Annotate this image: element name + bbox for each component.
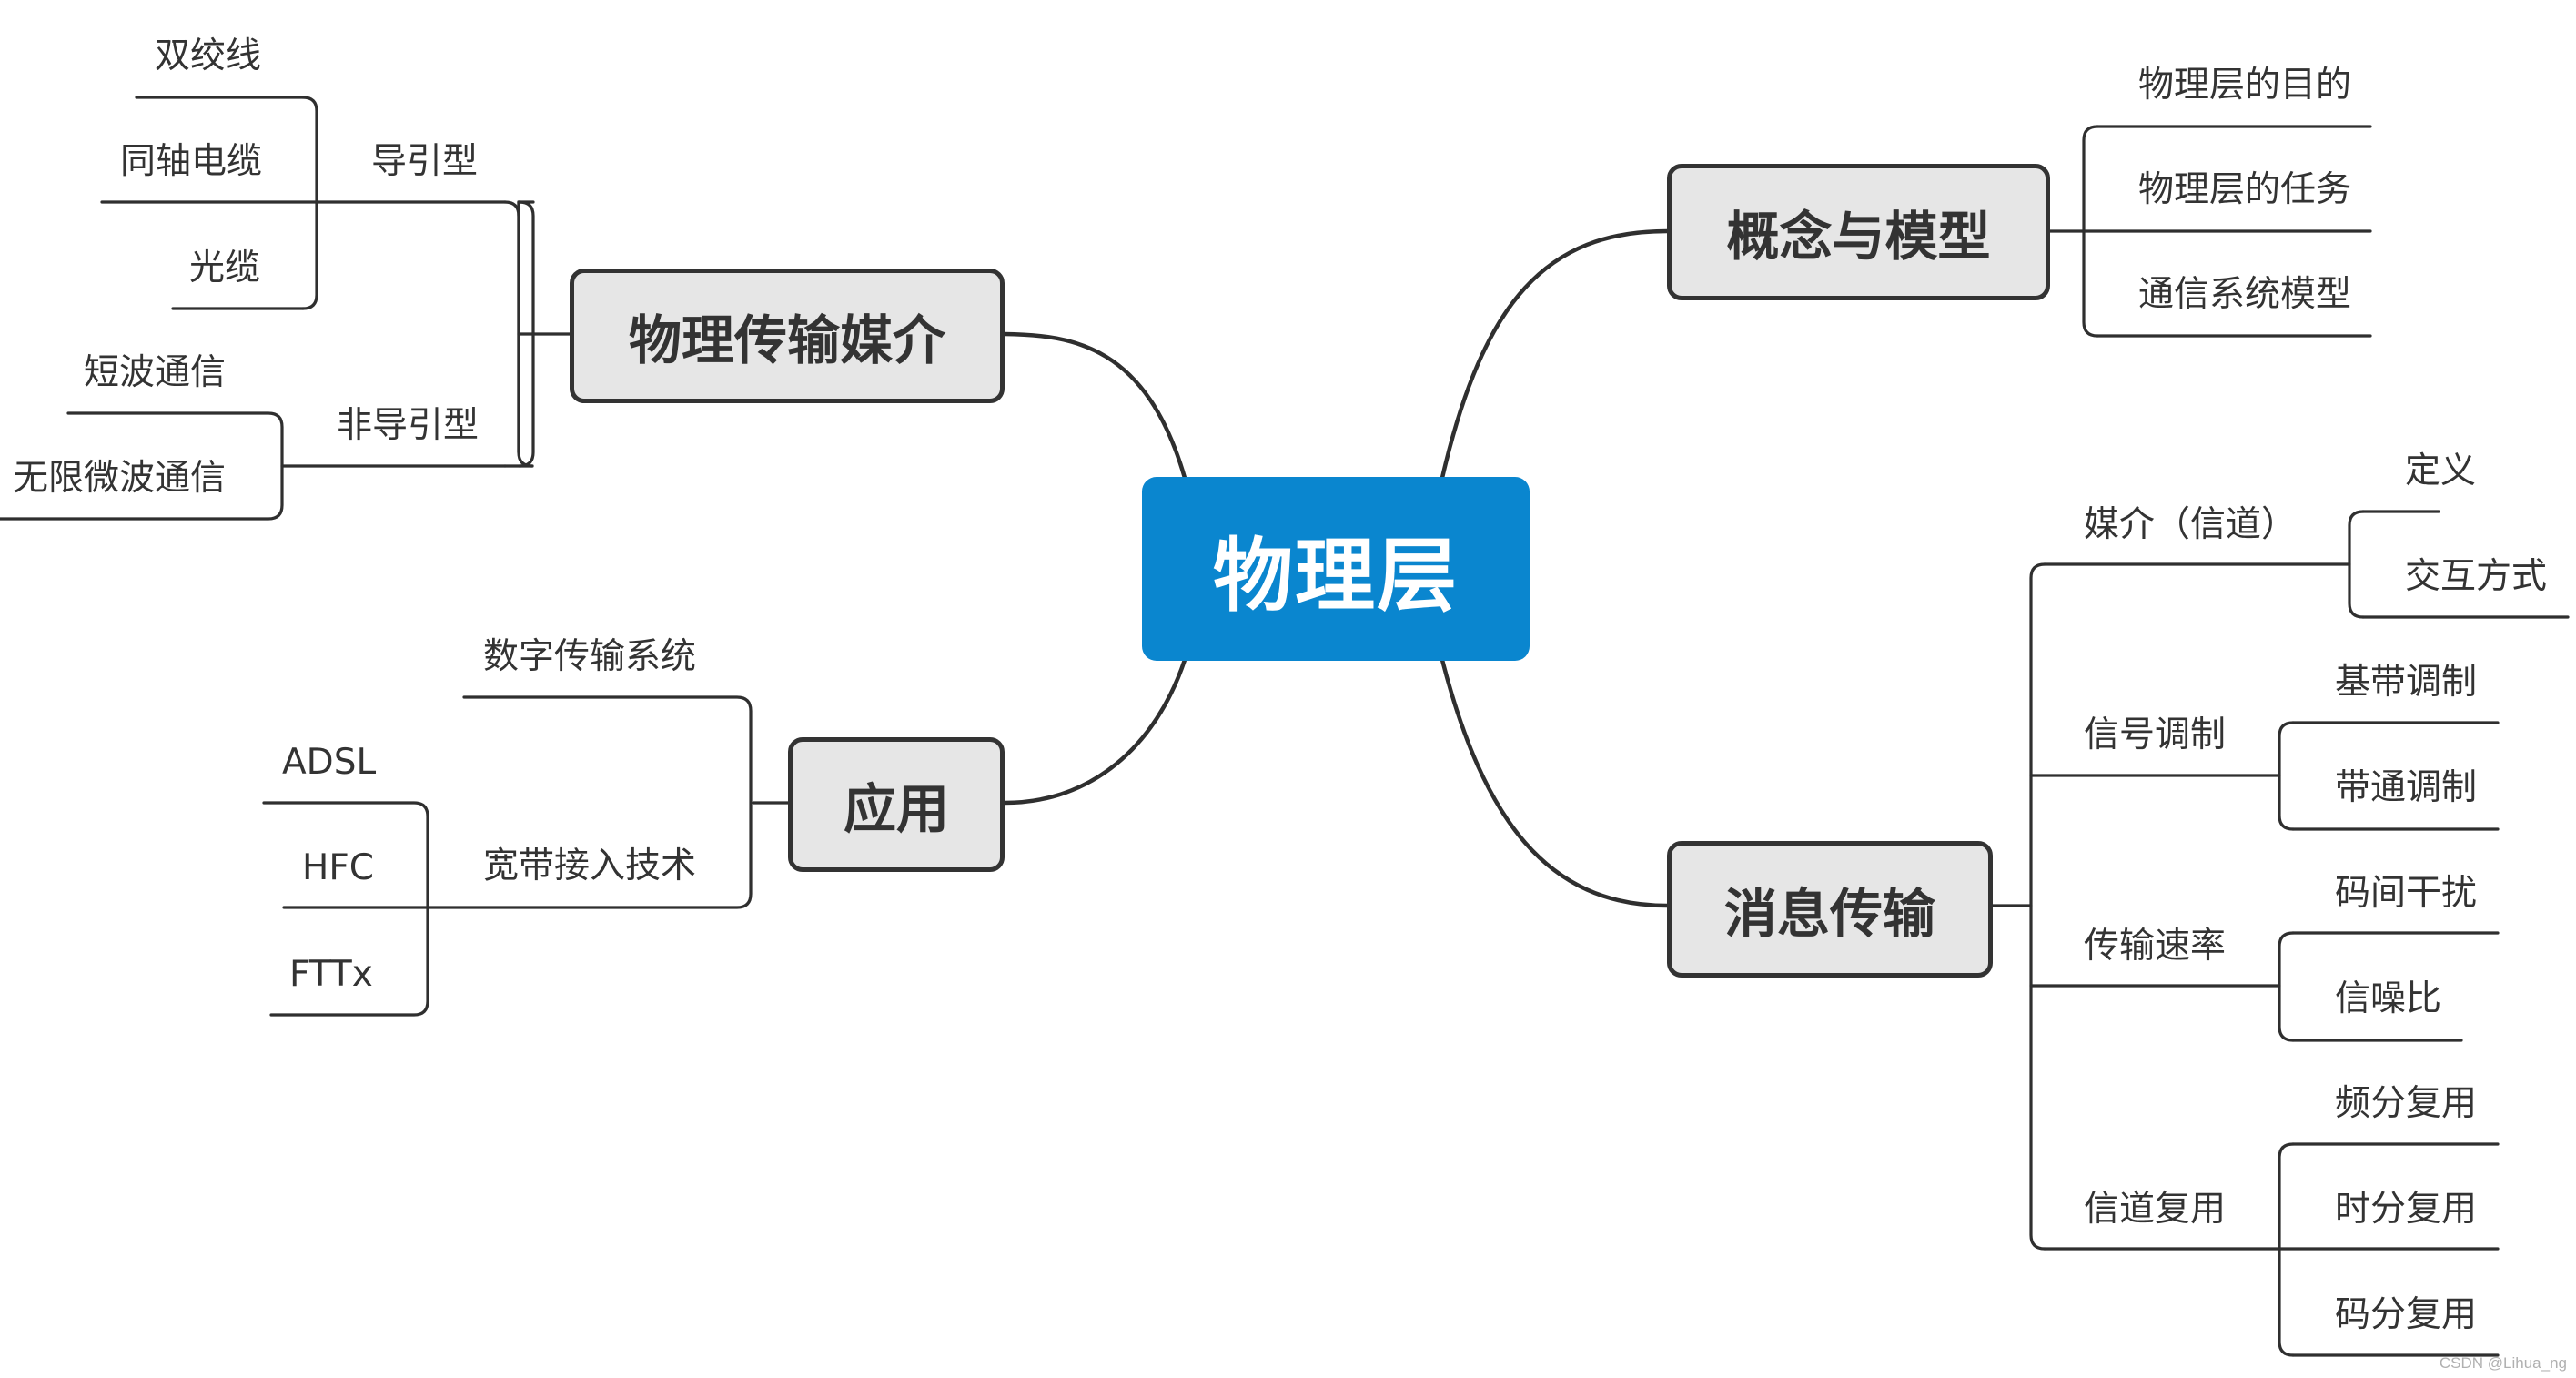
leaf-snr[interactable]: 信噪比 xyxy=(2335,978,2442,1019)
leaf-passband[interactable]: 带通调制 xyxy=(2335,767,2478,808)
root-node[interactable]: 物理层 xyxy=(1142,477,1530,661)
branch-transmission-rate[interactable]: 传输速率 xyxy=(2084,926,2227,967)
topic-message-transmission[interactable]: 消息传输 xyxy=(1667,841,1993,978)
bracket-app xyxy=(426,695,753,909)
link-root-concept xyxy=(1440,228,1670,481)
leaf-baseband[interactable]: 基带调制 xyxy=(2335,662,2478,703)
leaf-tdm[interactable]: 时分复用 xyxy=(2335,1189,2478,1230)
link-root-medium xyxy=(1002,331,1187,481)
bracket-unguided xyxy=(0,411,284,521)
leaf-cdm[interactable]: 码分复用 xyxy=(2335,1294,2478,1335)
leaf-fdm[interactable]: 频分复用 xyxy=(2335,1083,2478,1124)
branch-unguided[interactable]: 非导引型 xyxy=(337,405,480,446)
topic-label: 物理传输媒介 xyxy=(628,309,945,371)
topic-label: 概念与模型 xyxy=(1726,206,1991,268)
leaf-optical-cable[interactable]: 光缆 xyxy=(189,248,261,289)
topic-label: 应用 xyxy=(843,778,949,840)
link-root-app xyxy=(1002,657,1187,806)
link-root-message xyxy=(1440,657,1670,908)
leaf-task[interactable]: 物理层的任务 xyxy=(2138,169,2352,210)
branch-digital-system[interactable]: 数字传输系统 xyxy=(483,636,697,677)
branch-guided[interactable]: 导引型 xyxy=(371,141,479,182)
bracket-message xyxy=(2029,562,2046,1251)
topic-concept-model[interactable]: 概念与模型 xyxy=(1667,164,2050,300)
leaf-comm-model[interactable]: 通信系统模型 xyxy=(2138,274,2352,315)
branch-media[interactable]: 媒介（信道） xyxy=(2084,504,2298,545)
leaf-hfc[interactable]: HFC xyxy=(302,847,374,888)
watermark: CSDN @Lihua_ng xyxy=(2439,1354,2567,1372)
leaf-purpose[interactable]: 物理层的目的 xyxy=(2138,65,2352,106)
leaf-shortwave[interactable]: 短波通信 xyxy=(84,352,227,393)
leaf-interaction[interactable]: 交互方式 xyxy=(2405,556,2548,597)
leaf-twisted-pair[interactable]: 双绞线 xyxy=(155,35,262,76)
branch-signal-modulation[interactable]: 信号调制 xyxy=(2084,714,2227,755)
topic-physical-medium[interactable]: 物理传输媒介 xyxy=(570,269,1005,403)
topic-application[interactable]: 应用 xyxy=(788,737,1005,872)
leaf-coaxial[interactable]: 同轴电缆 xyxy=(120,141,263,182)
root-label: 物理层 xyxy=(1212,528,1459,623)
leaf-fttx[interactable]: FTTx xyxy=(289,954,373,995)
leaf-adsl[interactable]: ADSL xyxy=(282,742,377,783)
branch-channel-mux[interactable]: 信道复用 xyxy=(2084,1189,2227,1230)
leaf-microwave[interactable]: 无限微波通信 xyxy=(13,458,227,499)
leaf-isi[interactable]: 码间干扰 xyxy=(2335,873,2478,914)
branch-broadband[interactable]: 宽带接入技术 xyxy=(483,846,697,887)
leaf-definition[interactable]: 定义 xyxy=(2405,451,2477,491)
topic-label: 消息传输 xyxy=(1723,883,1935,945)
